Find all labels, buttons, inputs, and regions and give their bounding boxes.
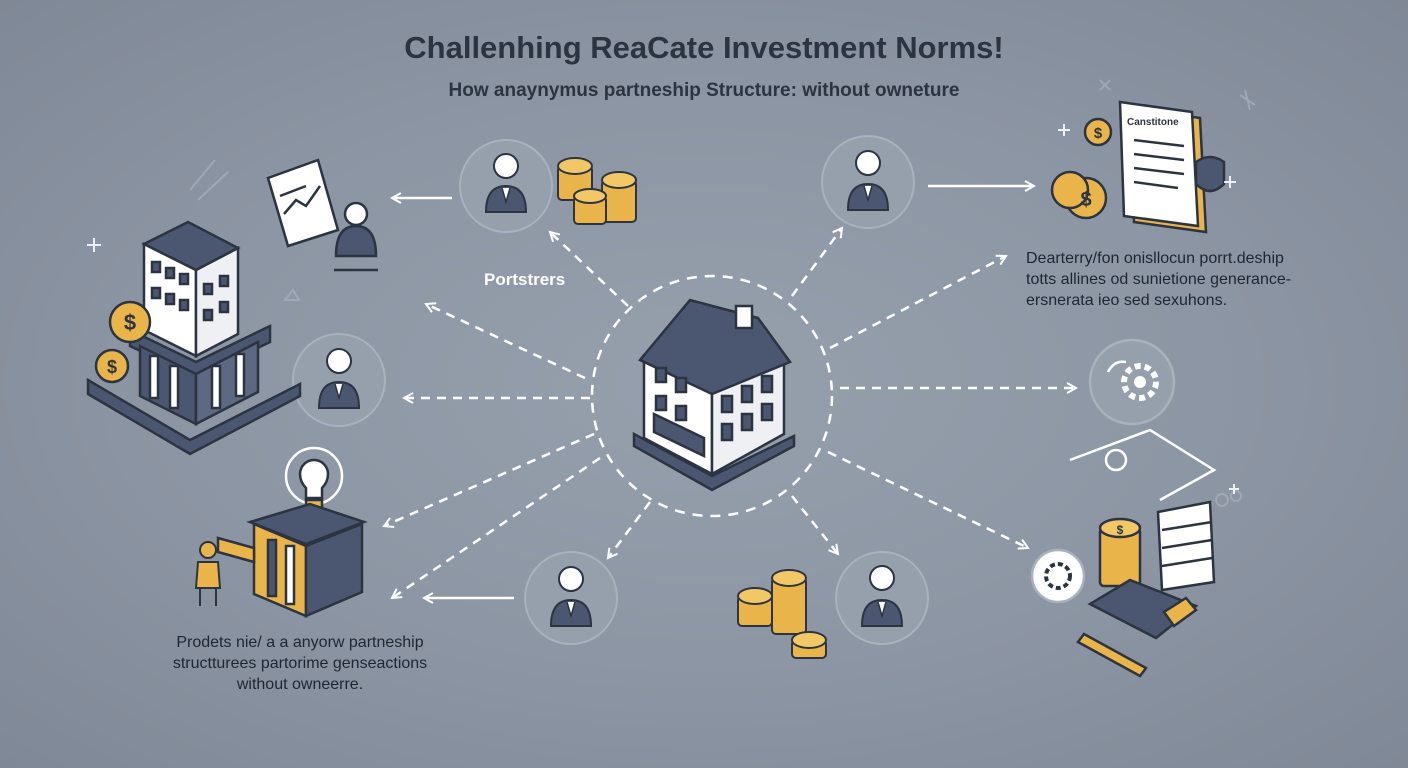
idea-lightbulb-box (216, 446, 368, 618)
left-description-line: Prodets nie/ a a anyorw partneship (176, 634, 424, 651)
right-description-line: totts allines od sunietione generance- (1026, 271, 1292, 288)
arrow-to-idea-box (384, 432, 595, 526)
partnership-document-icon: $ $ (1050, 100, 1226, 234)
arrow-to-money-stack (827, 450, 1028, 548)
money-and-tools-cluster: $ (1030, 428, 1217, 678)
partner-avatar-bottom-left (524, 551, 618, 645)
dollar-sign-icon: $ (1094, 125, 1103, 142)
left-office-building (86, 220, 302, 456)
partner-avatar-bottom-right (835, 551, 929, 645)
right-description-line: Dearterry/fon onisllocun porrt.deship (1026, 250, 1284, 267)
left-description: Prodets nie/ a a anyorw partneship struc… (120, 632, 480, 695)
page-title: Challenhing ReaCate Investment Norms! (404, 30, 1004, 65)
decorative-sparkles (87, 124, 1239, 494)
right-description: Dearterry/fon onisllocun porrt.deship to… (1026, 248, 1346, 311)
dollar-sign-icon: $ (1117, 523, 1124, 537)
partners-label: Portstrers (484, 270, 566, 289)
arrow-to-top-right-partner (790, 228, 842, 297)
left-coin-balloons: $ $ (94, 300, 152, 384)
arrow-from-left-bottom (392, 456, 601, 598)
dollar-sign-icon: $ (107, 357, 117, 377)
chart-document-icon (266, 158, 340, 248)
coin-stack-top (557, 157, 637, 225)
coin-stack-bottom (737, 569, 827, 659)
connection-arrows (384, 186, 1076, 598)
arrow-to-right-description (829, 256, 1006, 350)
partner-avatar-top-right (821, 135, 915, 229)
arrow-to-top-partner (550, 232, 629, 307)
arrow-to-building (426, 304, 586, 380)
left-description-line: without owneerre. (236, 676, 364, 693)
center-dashed-ring (590, 274, 834, 518)
dollar-sign-icon: $ (124, 310, 136, 335)
center-house-icon (632, 298, 796, 492)
left-description-line: structturees partorime genseactions (172, 655, 428, 672)
arrow-to-lower-right-partner (791, 495, 838, 554)
background-doodles (189, 79, 1256, 507)
partner-avatar-top-left (459, 139, 553, 233)
page-subtitle: How anaynymus partneship Structure: with… (448, 80, 960, 101)
dollar-sign-icon: $ (1080, 189, 1091, 211)
settings-gear-icon (1088, 338, 1176, 426)
small-worker-figure (194, 541, 222, 606)
right-description-line: ersnerata ieo sed sexuhons. (1026, 292, 1228, 309)
partner-avatar-left (292, 333, 386, 427)
arrow-to-lower-partner (608, 501, 651, 558)
presenter-person-icon (334, 201, 378, 272)
document-heading: Canstitone (1127, 117, 1179, 128)
